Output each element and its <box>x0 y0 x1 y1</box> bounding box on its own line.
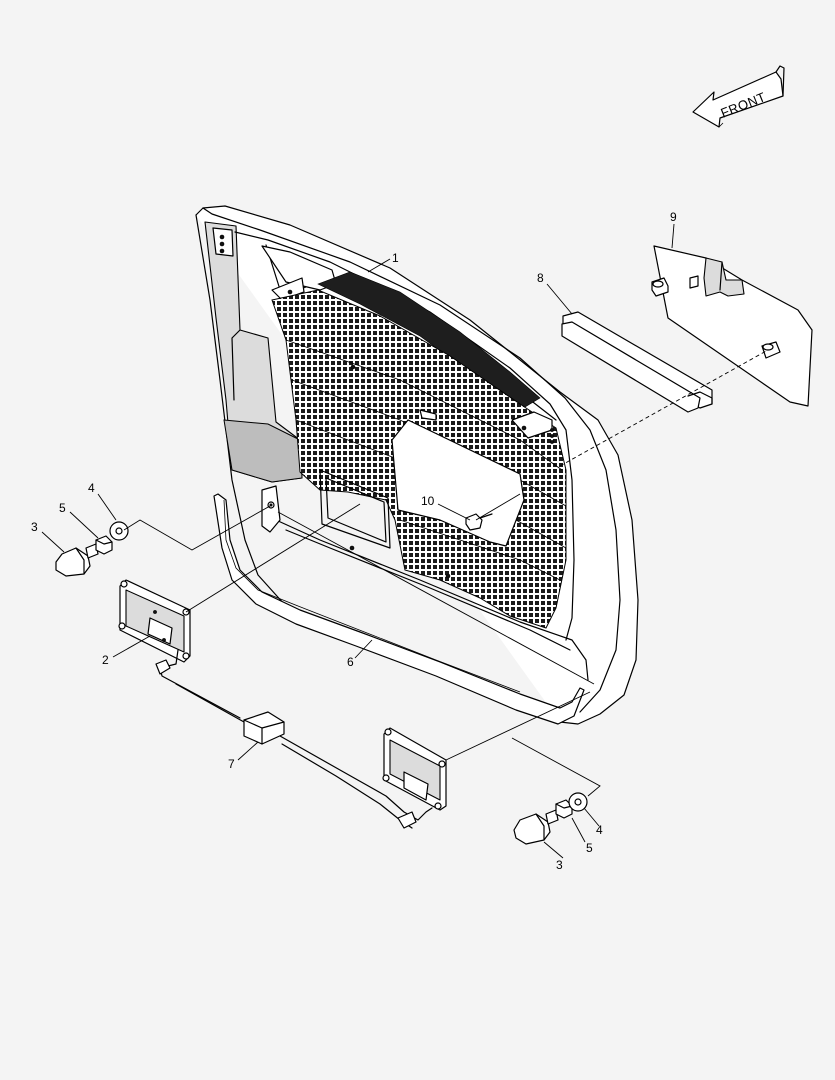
latch-plate-left <box>118 579 191 663</box>
callout-6: 6 <box>347 655 354 669</box>
door-assembly <box>195 205 639 725</box>
callout-labels: 1 2 3 3 4 4 5 5 6 7 8 9 10 <box>31 210 677 872</box>
washer-right <box>568 792 588 812</box>
callout-leaders <box>41 223 675 859</box>
callout-5-right: 5 <box>586 841 593 855</box>
callout-9: 9 <box>670 210 677 224</box>
callout-8: 8 <box>537 271 544 285</box>
callout-2: 2 <box>102 653 109 667</box>
nut-right <box>555 799 573 819</box>
front-direction-arrow: FRONT <box>692 65 785 128</box>
callout-10: 10 <box>421 494 435 508</box>
nut-left <box>95 535 113 555</box>
wire-harness <box>155 649 433 829</box>
latch-plate-right <box>382 727 447 811</box>
callout-4-left: 4 <box>88 481 95 495</box>
callout-1: 1 <box>392 251 399 265</box>
callout-7: 7 <box>228 757 235 771</box>
callout-5-left: 5 <box>59 501 66 515</box>
assembly-lines <box>123 349 769 797</box>
screw <box>465 513 493 531</box>
callout-3-right: 3 <box>556 858 563 872</box>
plate-bracket <box>651 245 813 407</box>
channel-rail <box>561 311 713 413</box>
bumper-stop-left <box>55 543 99 577</box>
washer-left <box>109 521 129 541</box>
callout-3-left: 3 <box>31 520 38 534</box>
bumper-stop-right <box>513 809 559 845</box>
callout-4-right: 4 <box>596 823 603 837</box>
tube-handle <box>213 493 585 725</box>
